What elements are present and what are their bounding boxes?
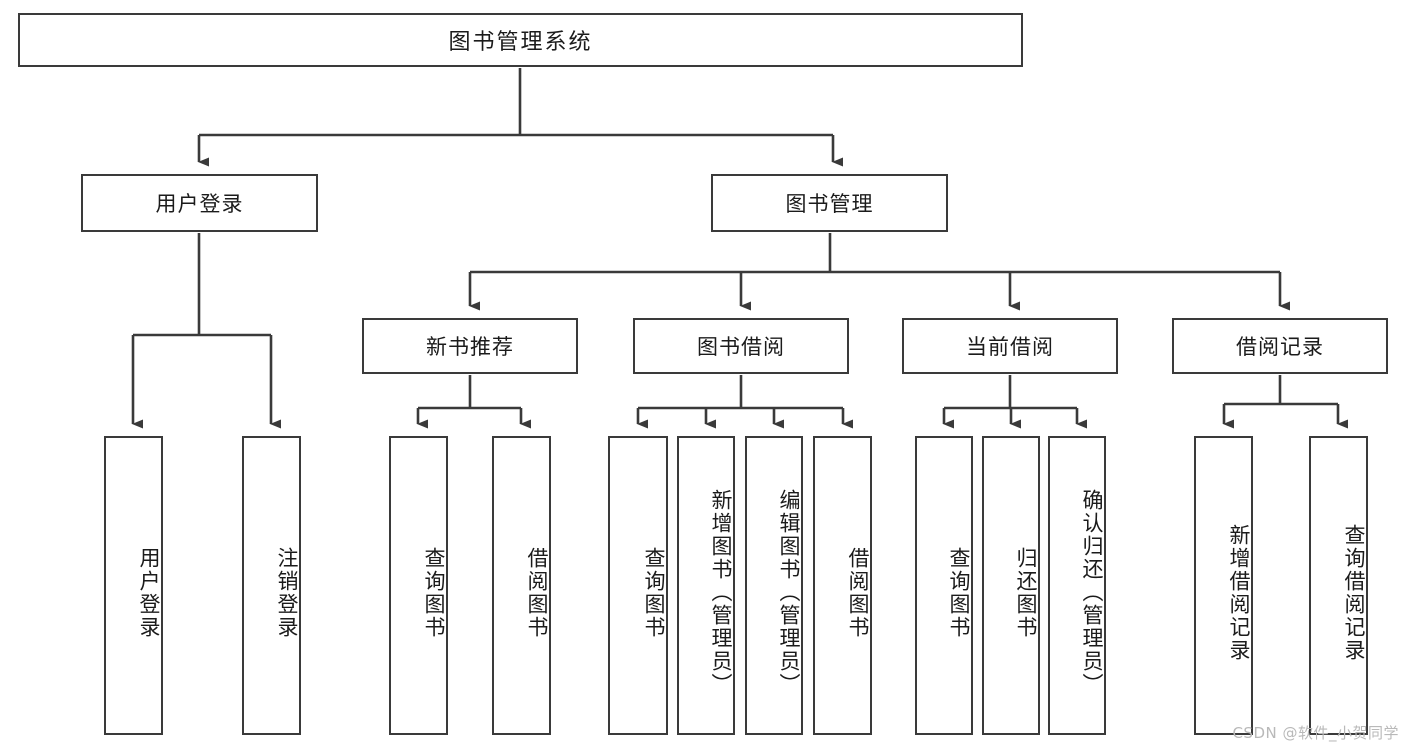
node-label: 借阅图书 bbox=[525, 546, 549, 639]
leaf-query-borrow-record[interactable]: 查询借阅记录 bbox=[1309, 436, 1368, 735]
node-label: 当前借阅 bbox=[966, 335, 1054, 359]
node-borrowing-records[interactable]: 借阅记录 bbox=[1172, 318, 1388, 374]
node-label: 确认归还（管理员） bbox=[1080, 489, 1104, 696]
node-label: 新书推荐 bbox=[426, 335, 514, 359]
node-new-book-recommendation[interactable]: 新书推荐 bbox=[362, 318, 578, 374]
node-user-login[interactable]: 用户登录 bbox=[81, 174, 318, 232]
node-label: 图书借阅 bbox=[697, 335, 785, 359]
node-label: 借阅图书 bbox=[846, 546, 870, 639]
node-book-borrowing[interactable]: 图书借阅 bbox=[633, 318, 849, 374]
node-label: 借阅记录 bbox=[1236, 335, 1324, 359]
node-label: 查询图书 bbox=[422, 546, 446, 639]
leaf-add-book-admin[interactable]: 新增图书（管理员） bbox=[677, 436, 735, 735]
node-label: 图书管理 bbox=[785, 192, 874, 216]
leaf-query-books-borrow[interactable]: 查询图书 bbox=[608, 436, 668, 735]
leaf-add-borrow-record[interactable]: 新增借阅记录 bbox=[1194, 436, 1253, 735]
node-label: 新增图书（管理员） bbox=[709, 489, 733, 696]
node-label: 归还图书 bbox=[1014, 546, 1038, 639]
node-label: 用户登录 bbox=[155, 192, 244, 216]
node-label: 新增借阅记录 bbox=[1227, 523, 1251, 662]
leaf-confirm-return-admin[interactable]: 确认归还（管理员） bbox=[1048, 436, 1106, 735]
node-label: 编辑图书（管理员） bbox=[777, 489, 801, 696]
csdn-watermark: CSDN @软件_小贺同学 bbox=[1232, 724, 1399, 742]
leaf-borrow-books-recommend[interactable]: 借阅图书 bbox=[492, 436, 551, 735]
node-label: 注销登录 bbox=[275, 546, 299, 639]
leaf-return-books[interactable]: 归还图书 bbox=[982, 436, 1040, 735]
leaf-query-books-current[interactable]: 查询图书 bbox=[915, 436, 973, 735]
node-root-book-management-system[interactable]: 图书管理系统 bbox=[18, 13, 1023, 67]
node-label: 图书管理系统 bbox=[448, 30, 593, 55]
node-label: 用户登录 bbox=[137, 546, 161, 639]
node-book-management[interactable]: 图书管理 bbox=[711, 174, 948, 232]
node-current-borrowing[interactable]: 当前借阅 bbox=[902, 318, 1118, 374]
leaf-user-login[interactable]: 用户登录 bbox=[104, 436, 163, 735]
leaf-borrow-books[interactable]: 借阅图书 bbox=[813, 436, 872, 735]
node-label: 查询图书 bbox=[642, 546, 666, 639]
leaf-logout[interactable]: 注销登录 bbox=[242, 436, 301, 735]
leaf-query-books-recommend[interactable]: 查询图书 bbox=[389, 436, 448, 735]
node-label: 查询图书 bbox=[947, 546, 971, 639]
leaf-edit-book-admin[interactable]: 编辑图书（管理员） bbox=[745, 436, 803, 735]
node-label: 查询借阅记录 bbox=[1342, 523, 1366, 662]
